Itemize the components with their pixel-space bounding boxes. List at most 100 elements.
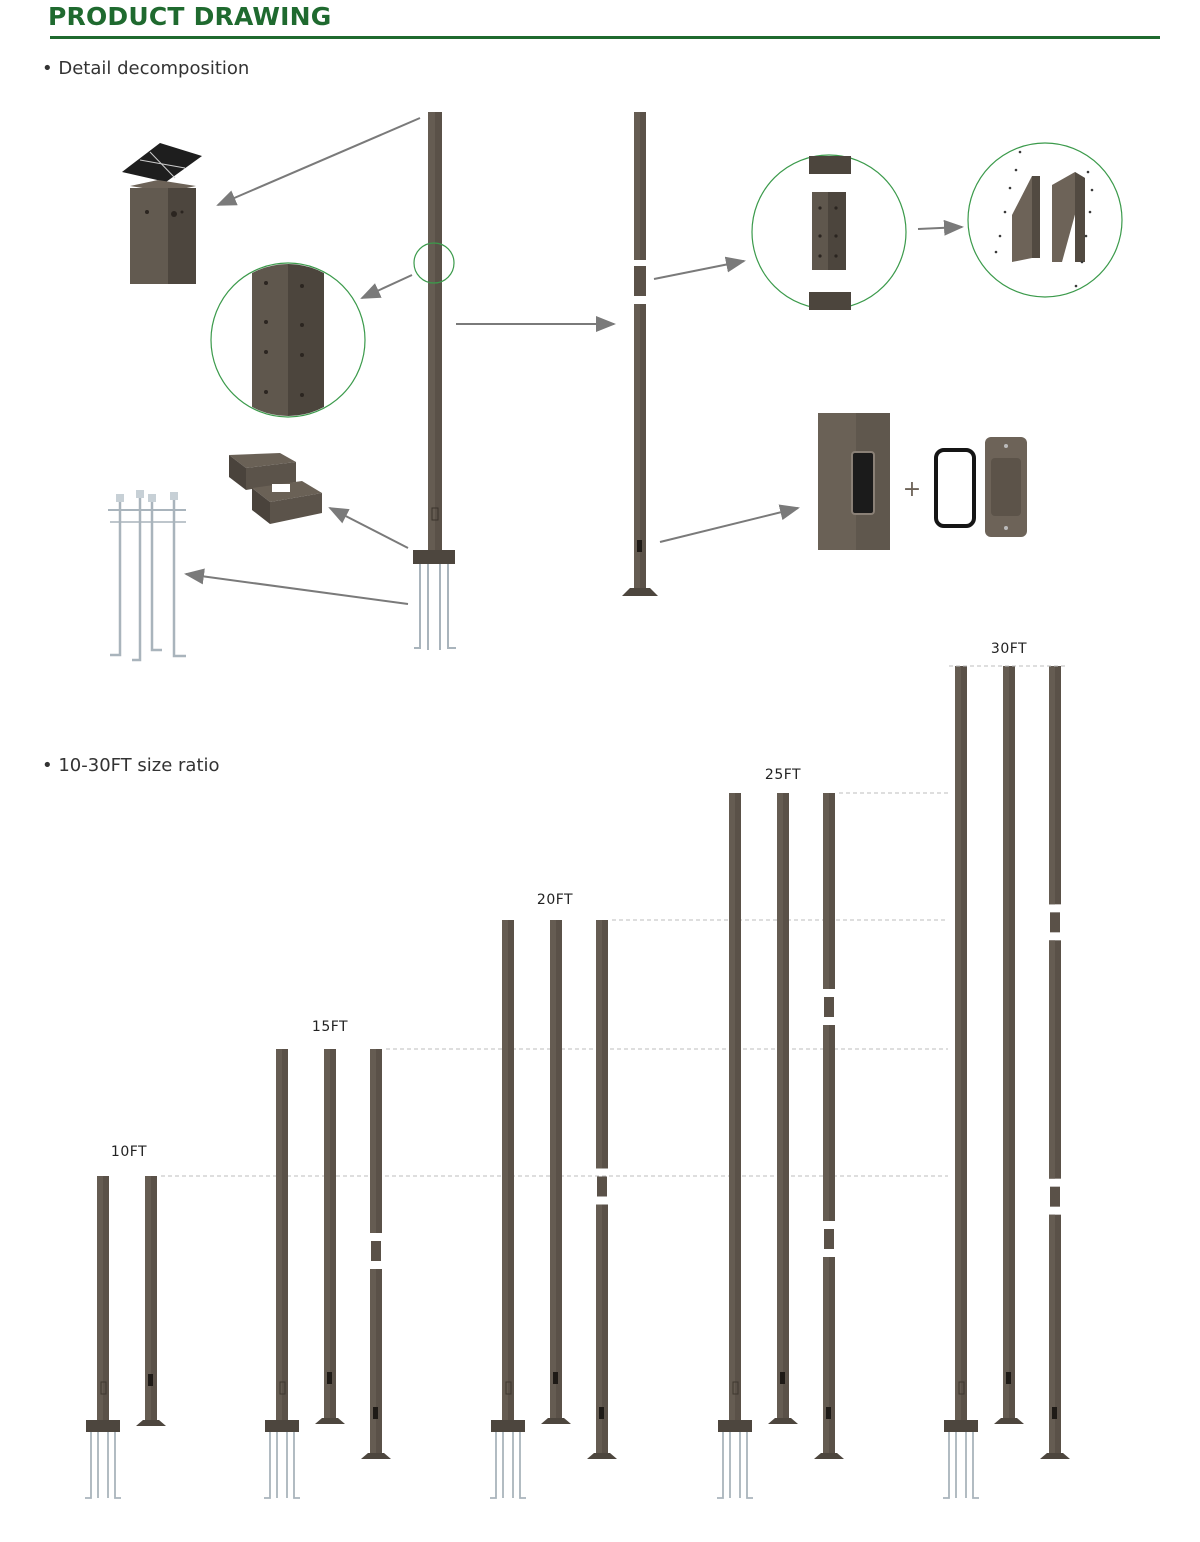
arrow-to-coupler-halves	[917, 219, 964, 236]
base-cover	[491, 1420, 525, 1432]
base-cover	[265, 1420, 299, 1432]
anchor-bolt	[746, 1432, 753, 1499]
arrow-to-base-cover	[328, 507, 409, 549]
pole-highlight	[596, 1204, 602, 1453]
coupler-halves-circle	[967, 142, 1123, 298]
base-plate	[315, 1418, 345, 1424]
base-cover	[718, 1420, 752, 1432]
solar-panel	[122, 143, 202, 182]
pole-highlight	[1003, 666, 1009, 1418]
base-plate	[814, 1453, 844, 1459]
coupler	[824, 1229, 834, 1249]
solar-panel-bracket	[149, 151, 176, 179]
handhole	[327, 1372, 332, 1384]
pole-group-10ft: 10FT	[85, 1144, 948, 1499]
pole-highlight	[596, 920, 602, 1169]
pole-highlight	[550, 920, 556, 1418]
anchor-bolts-part	[108, 490, 186, 662]
cap-left-face	[130, 188, 168, 284]
handhole	[373, 1407, 378, 1419]
coupler	[1050, 1186, 1060, 1207]
callout-arrows	[184, 117, 964, 605]
pole-group-20ft: 20FT	[490, 892, 948, 1499]
cap-hole	[180, 210, 184, 214]
section-heading-size-ratio: • 10-30FT size ratio	[42, 755, 220, 776]
coupler	[824, 997, 834, 1017]
base-plate	[768, 1418, 798, 1424]
pole-highlight	[729, 793, 735, 1420]
pole-highlight	[370, 1269, 376, 1453]
joint-highlight-circle	[413, 242, 455, 284]
coupler	[1050, 912, 1060, 933]
handhole	[958, 1381, 965, 1395]
page-title: PRODUCT DRAWING	[48, 2, 332, 31]
pole-highlight	[324, 1049, 330, 1418]
arrow-to-cap	[216, 117, 421, 206]
solar-panel-cap-part	[122, 143, 202, 284]
size-label: 30FT	[991, 641, 1027, 657]
handhole-detail: +	[818, 413, 1027, 550]
size-label: 25FT	[765, 767, 801, 783]
gasket	[934, 448, 976, 528]
base-cover-part	[229, 453, 322, 524]
pole-highlight	[276, 1049, 282, 1420]
base-plate	[136, 1420, 166, 1426]
handhole	[1052, 1407, 1057, 1419]
plus-sign: +	[903, 477, 921, 502]
size-label: 15FT	[312, 1019, 348, 1035]
pole-group-30ft: 30FT	[943, 641, 1070, 1499]
detail-decomposition: +	[108, 112, 1123, 662]
pole-highlight	[1049, 1214, 1055, 1453]
handhole	[780, 1372, 785, 1384]
base-cover	[86, 1420, 120, 1432]
anchor-bolt	[85, 1432, 92, 1499]
cap-hole	[145, 210, 149, 214]
anchor-bolt	[717, 1432, 724, 1499]
arrow-to-joint	[360, 274, 413, 299]
handhole	[732, 1381, 739, 1395]
anchor-bolt	[972, 1432, 979, 1499]
pole-highlight	[97, 1176, 103, 1420]
size-ratio-diagram: 10FT 15FT 20FT 25FT 30FT	[85, 641, 1070, 1499]
anchor-bolt	[114, 1432, 121, 1499]
base-plate	[1040, 1453, 1070, 1459]
base-plate	[994, 1418, 1024, 1424]
pole-highlight	[955, 666, 961, 1420]
base-plate	[541, 1418, 571, 1424]
handhole	[505, 1381, 512, 1395]
base-cover	[944, 1420, 978, 1432]
solar-panel-bracket	[139, 159, 186, 169]
pole-highlight	[145, 1176, 151, 1420]
coupler	[597, 1176, 607, 1197]
size-label: 10FT	[111, 1144, 147, 1160]
pole-group-25ft: 25FT	[717, 767, 948, 1499]
exploded-pole	[622, 112, 658, 596]
anchor-bolt	[519, 1432, 526, 1499]
handhole	[599, 1407, 604, 1419]
joint-zoom-circle	[210, 262, 366, 418]
pole-highlight	[777, 793, 783, 1418]
coupler	[371, 1241, 381, 1261]
anchor-bolt	[264, 1432, 271, 1499]
cap-hole	[171, 211, 177, 217]
handhole	[1006, 1372, 1011, 1384]
pole-highlight	[823, 793, 829, 989]
title-divider	[50, 36, 1160, 39]
pole-highlight	[502, 920, 508, 1420]
cap-right-face	[168, 188, 196, 284]
handhole	[100, 1381, 107, 1395]
handhole	[826, 1407, 831, 1419]
pole-highlight	[823, 1257, 829, 1453]
pole-group-15ft: 15FT	[264, 1019, 948, 1499]
section-heading-detail: • Detail decomposition	[42, 58, 250, 79]
handhole	[148, 1374, 153, 1386]
arrow-to-coupler	[653, 256, 746, 280]
assembled-pole-with-foundation	[413, 112, 456, 650]
pole-highlight	[1049, 666, 1055, 905]
size-label: 20FT	[537, 892, 573, 908]
base-plate	[587, 1453, 617, 1459]
arrow-to-handhole	[659, 504, 800, 543]
arrow-to-anchor-bolts	[184, 568, 409, 605]
base-plate	[361, 1453, 391, 1459]
